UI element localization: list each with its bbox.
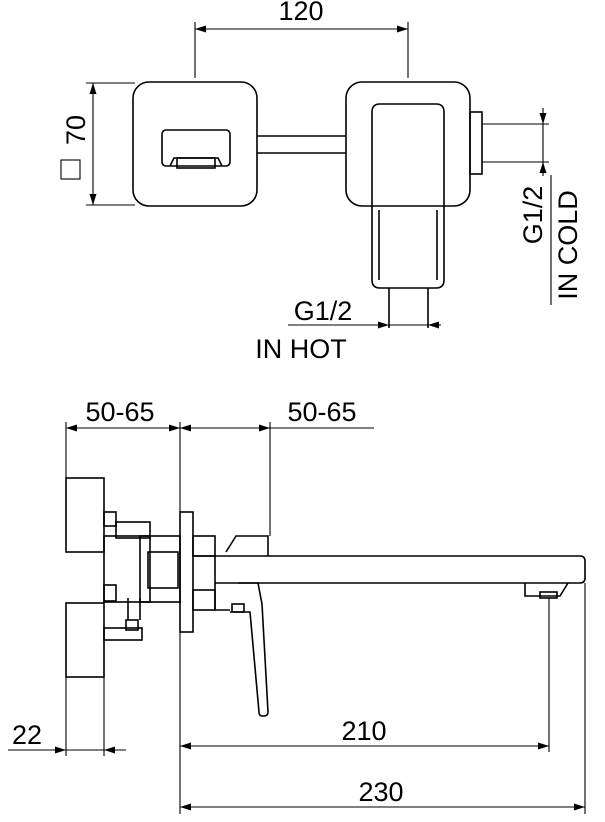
dimension-square-label: 70 bbox=[61, 115, 91, 145]
hot-inlet: G1/2 IN HOT bbox=[255, 296, 441, 364]
cold-thread-label: G1/2 bbox=[518, 186, 548, 245]
right-plate bbox=[345, 81, 471, 207]
dimension-depth-right-label: 50-65 bbox=[287, 397, 356, 427]
diverter-knob bbox=[161, 129, 231, 169]
dimension-plate-label: 22 bbox=[12, 720, 42, 750]
left-plate bbox=[132, 81, 258, 207]
dimension-depth-left-label: 50-65 bbox=[85, 397, 154, 427]
top-view: 120 70 bbox=[60, 0, 583, 364]
dimension-square: 70 bbox=[60, 82, 135, 206]
mounting-box bbox=[65, 477, 181, 678]
lever-handle bbox=[225, 535, 269, 717]
side-view: 50-65 50-65 bbox=[8, 397, 586, 814]
dimension-width-label: 120 bbox=[278, 0, 323, 26]
dimension-plate: 22 bbox=[8, 640, 126, 756]
cover-plate bbox=[179, 511, 194, 633]
dimension-total: 230 bbox=[180, 583, 586, 814]
dimension-total-label: 230 bbox=[358, 777, 403, 807]
spout bbox=[192, 535, 586, 611]
dimension-spout-reach-label: 210 bbox=[341, 716, 386, 746]
hot-inlet-label: IN HOT bbox=[255, 334, 347, 364]
cold-inlet: G1/2 IN COLD bbox=[469, 108, 583, 305]
hot-thread-label: G1/2 bbox=[294, 296, 353, 326]
square-symbol-icon bbox=[60, 159, 81, 180]
mixer-handle bbox=[371, 103, 445, 328]
dimension-width: 120 bbox=[194, 0, 409, 78]
dimension-depth: 50-65 50-65 bbox=[65, 397, 374, 536]
cold-inlet-label: IN COLD bbox=[553, 190, 583, 300]
dimension-spout-reach: 210 bbox=[179, 598, 550, 814]
